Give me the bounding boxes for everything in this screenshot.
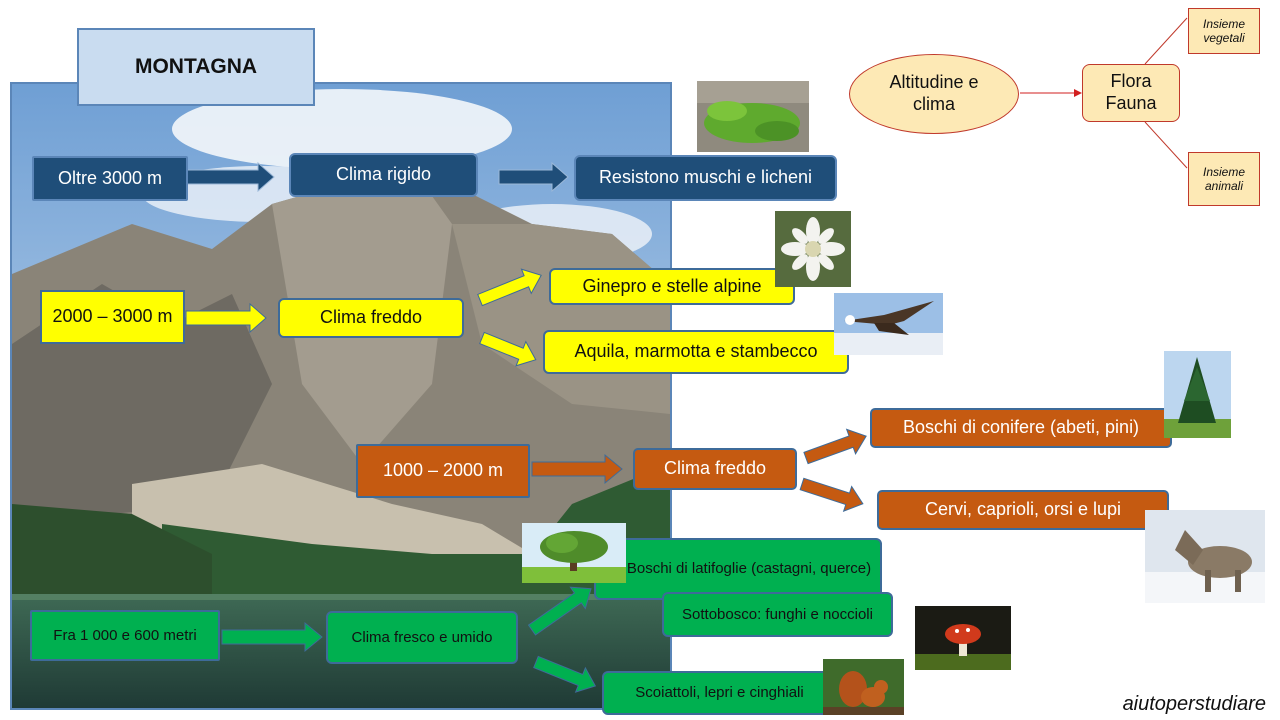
watermark: aiutoperstudiare xyxy=(1122,693,1266,715)
climate-box-cold-upper: Clima freddo xyxy=(278,298,464,338)
note-label: Insieme vegetali xyxy=(1202,16,1246,45)
undergrowth-box: Sottobosco: funghi e noccioli xyxy=(662,592,893,637)
fauna-box-deer-bears-wolves: Cervi, caprioli, orsi e lupi xyxy=(877,490,1169,530)
flora-box-broadleaf: Boschi di latifoglie (castagni, querce) xyxy=(594,538,882,600)
note-animal-set: Insieme animali xyxy=(1188,152,1260,206)
moss-photo xyxy=(697,81,809,152)
altitude-box-1000-600: Fra 1 000 e 600 metri xyxy=(30,610,220,661)
fir-tree-photo xyxy=(1164,351,1231,438)
concept-label: Flora Fauna xyxy=(1105,71,1157,113)
oak-tree-photo xyxy=(522,523,626,583)
mushroom-photo xyxy=(915,606,1011,670)
flora-box-juniper-edelweiss: Ginepro e stelle alpine xyxy=(549,268,795,305)
arrow-icon xyxy=(1074,89,1082,97)
fauna-box-squirrels-hares-boars: Scoiattoli, lepri e cinghiali xyxy=(602,671,837,715)
connector-line xyxy=(1144,121,1188,169)
concept-label: Altitudine e clima xyxy=(889,72,979,114)
concept-node-altitude-climate: Altitudine e clima xyxy=(849,54,1019,134)
squirrel-photo xyxy=(823,659,904,715)
climate-box-cool-humid: Clima fresco e umido xyxy=(326,611,518,664)
arrow-icon xyxy=(803,428,867,465)
fauna-box-eagle-marmot-ibex: Aquila, marmotta e stambecco xyxy=(543,330,849,374)
concept-node-flora-fauna: Flora Fauna xyxy=(1082,64,1180,122)
flora-box-conifers: Boschi di conifere (abeti, pini) xyxy=(870,408,1172,448)
note-plant-set: Insieme vegetali xyxy=(1188,8,1260,54)
connector-line xyxy=(1144,17,1188,65)
eagle-photo xyxy=(834,293,943,355)
altitude-box-above-3000: Oltre 3000 m xyxy=(32,156,188,201)
wolf-photo xyxy=(1145,510,1265,603)
result-box-mosses-lichens: Resistono muschi e licheni xyxy=(574,155,837,201)
climate-box-cold-middle: Clima freddo xyxy=(633,448,797,490)
altitude-box-2000-3000: 2000 – 3000 m xyxy=(40,290,185,344)
edelweiss-photo xyxy=(775,211,851,287)
note-label: Insieme animali xyxy=(1202,164,1246,193)
altitude-box-1000-2000: 1000 – 2000 m xyxy=(356,444,530,498)
arrow-icon xyxy=(799,477,864,513)
climate-box-rigid: Clima rigido xyxy=(289,153,478,197)
page-title: MONTAGNA xyxy=(77,28,315,106)
